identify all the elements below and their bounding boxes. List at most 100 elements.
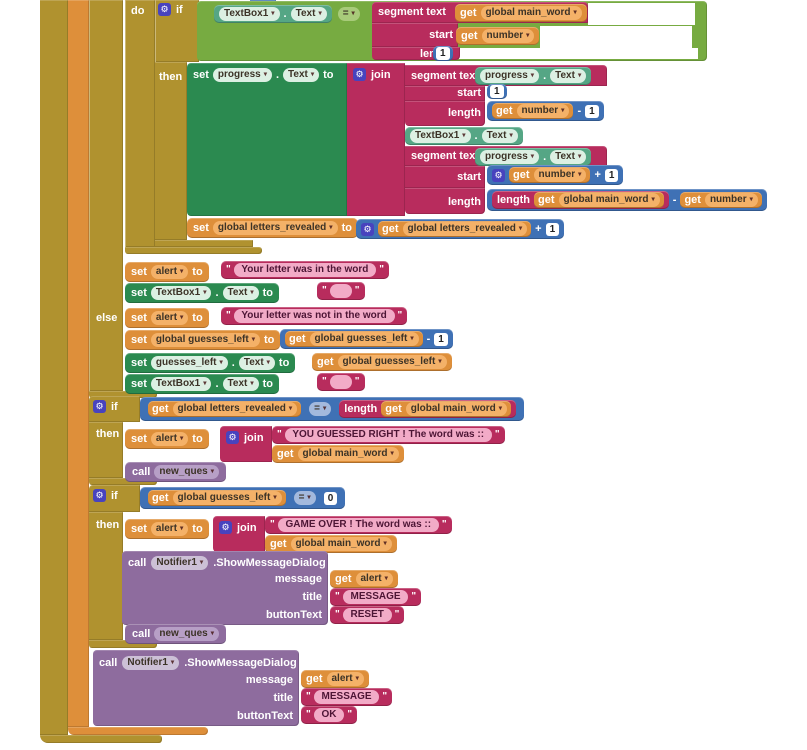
string-field[interactable]: MESSAGE bbox=[342, 590, 409, 604]
number-1-block[interactable]: 1 bbox=[487, 84, 507, 99]
string-block[interactable]: " GAME OVER ! The word was :: " bbox=[265, 516, 452, 534]
gear-mutator-icon[interactable]: ⚙ bbox=[226, 431, 239, 444]
string-field[interactable]: MESSAGE bbox=[313, 690, 380, 704]
set-alert-block[interactable]: set alert▾ to bbox=[125, 262, 209, 282]
number-1-field[interactable]: 1 bbox=[434, 332, 448, 346]
number-1-block[interactable]: 1 bbox=[433, 46, 453, 61]
set-progress-text-block[interactable]: set progress▾ . Text▾ to bbox=[187, 63, 347, 216]
empty-string-block[interactable]: " " bbox=[317, 282, 365, 300]
set-guesses-left-global-block[interactable]: set global guesses_left▾ to bbox=[125, 330, 281, 350]
number-1-field[interactable]: 1 bbox=[545, 222, 560, 236]
string-field[interactable]: RESET bbox=[342, 608, 392, 622]
equals-dropdown[interactable]: =▾ bbox=[293, 491, 316, 505]
new-ques-dropdown[interactable]: new_ques▾ bbox=[154, 465, 219, 479]
new-ques-dropdown[interactable]: new_ques▾ bbox=[154, 627, 219, 641]
outer-control-block-edge[interactable] bbox=[40, 0, 68, 735]
alert-dropdown[interactable]: alert▾ bbox=[150, 265, 189, 279]
set-alert-block[interactable]: set alert▾ to bbox=[125, 308, 209, 328]
text-prop-dropdown[interactable]: Text▾ bbox=[283, 68, 320, 82]
string-field[interactable] bbox=[329, 375, 352, 389]
variable-wrapper-block-edge[interactable] bbox=[68, 0, 89, 727]
set-alert-block[interactable]: set alert▾ to bbox=[125, 519, 209, 539]
text-prop-dropdown[interactable]: Text▾ bbox=[550, 150, 587, 164]
string-field[interactable]: Your letter was in the word bbox=[233, 263, 377, 277]
string-field[interactable]: GAME OVER ! The word was :: bbox=[277, 518, 439, 532]
text-prop-dropdown[interactable]: Text▾ bbox=[550, 69, 587, 83]
number-1-field[interactable]: 1 bbox=[604, 168, 619, 182]
string-block[interactable]: " Your letter was in the word " bbox=[221, 261, 389, 279]
progress-text-getter[interactable]: progress▾ . Text▾ bbox=[475, 148, 592, 166]
if-else-block-edge[interactable] bbox=[89, 0, 123, 391]
guesses-left-dropdown[interactable]: global guesses_left▾ bbox=[309, 332, 419, 346]
join-block[interactable]: ⚙ join bbox=[220, 426, 272, 462]
string-block[interactable]: " MESSAGE " bbox=[330, 588, 422, 606]
main-word-dropdown[interactable]: global main_word▾ bbox=[480, 6, 582, 20]
alert-dropdown[interactable]: alert▾ bbox=[150, 522, 189, 536]
progress-dropdown[interactable]: progress▾ bbox=[480, 150, 540, 164]
number-dropdown[interactable]: number▾ bbox=[481, 29, 535, 43]
textbox1-dropdown[interactable]: TextBox1▾ bbox=[150, 286, 212, 300]
main-word-dropdown[interactable]: global main_word▾ bbox=[558, 193, 660, 207]
number-dropdown[interactable]: number▾ bbox=[533, 168, 587, 182]
alert-dropdown[interactable]: alert▾ bbox=[150, 311, 189, 325]
equals-dropdown[interactable]: =▾ bbox=[337, 7, 360, 21]
string-field[interactable]: YOU GUESSED RIGHT ! The word was :: bbox=[284, 428, 492, 442]
main-word-dropdown[interactable]: global main_word▾ bbox=[290, 537, 392, 551]
number-0-field[interactable]: 0 bbox=[323, 491, 338, 505]
text-prop-dropdown[interactable]: Text▾ bbox=[290, 7, 327, 21]
equals-dropdown[interactable]: =▾ bbox=[309, 402, 332, 416]
gear-mutator-icon[interactable]: ⚙ bbox=[353, 68, 366, 81]
join-block[interactable]: ⚙ join bbox=[347, 63, 405, 216]
string-block[interactable]: " Your letter was not in the word " bbox=[221, 307, 408, 325]
guesses-left-dropdown[interactable]: global guesses_left▾ bbox=[150, 333, 260, 347]
do-block-edge[interactable] bbox=[125, 0, 155, 247]
number-dropdown[interactable]: number▾ bbox=[704, 193, 758, 207]
set-letters-revealed-block[interactable]: set global letters_revealed▾ to bbox=[187, 218, 358, 238]
call-new-ques-block[interactable]: call new_ques▾ bbox=[125, 624, 226, 644]
letters-revealed-dropdown[interactable]: global letters_revealed▾ bbox=[172, 402, 298, 416]
segment2-row1[interactable]: segment text progress▾ . Text▾ bbox=[405, 65, 607, 86]
letters-revealed-dropdown[interactable]: global letters_revealed▾ bbox=[402, 222, 528, 236]
string-field[interactable] bbox=[329, 284, 352, 298]
empty-string-block[interactable]: " " bbox=[317, 373, 365, 391]
notifier1-dropdown[interactable]: Notifier1▾ bbox=[122, 656, 180, 670]
progress-dropdown[interactable]: progress▾ bbox=[480, 69, 540, 83]
textbox1-text-getter[interactable]: TextBox1▾ . Text▾ bbox=[214, 5, 332, 23]
main-word-dropdown[interactable]: global main_word▾ bbox=[405, 402, 508, 416]
alert-dropdown[interactable]: alert▾ bbox=[355, 572, 393, 586]
textbox1-text-getter[interactable]: TextBox1▾ . Text▾ bbox=[405, 127, 523, 145]
textbox1-dropdown[interactable]: TextBox1▾ bbox=[410, 129, 471, 143]
set-textbox-text-block[interactable]: set TextBox1▾ . Text▾ to bbox=[125, 374, 279, 394]
call-notifier-dialog-block[interactable]: call Notifier1▾ .ShowMessageDialog messa… bbox=[93, 650, 299, 726]
string-block[interactable]: " YOU GUESSED RIGHT ! The word was :: " bbox=[272, 426, 505, 444]
text-prop-dropdown[interactable]: Text▾ bbox=[238, 356, 275, 370]
notifier1-dropdown[interactable]: Notifier1▾ bbox=[151, 556, 209, 570]
letters-revealed-dropdown[interactable]: global letters_revealed▾ bbox=[212, 221, 338, 235]
number-dropdown[interactable]: number▾ bbox=[516, 104, 570, 118]
alert-dropdown[interactable]: alert▾ bbox=[326, 672, 364, 686]
call-notifier-dialog-block[interactable]: call Notifier1▾ .ShowMessageDialog messa… bbox=[122, 551, 328, 625]
set-guesses-left-label-block[interactable]: set guesses_left▾ . Text▾ to bbox=[125, 353, 296, 373]
